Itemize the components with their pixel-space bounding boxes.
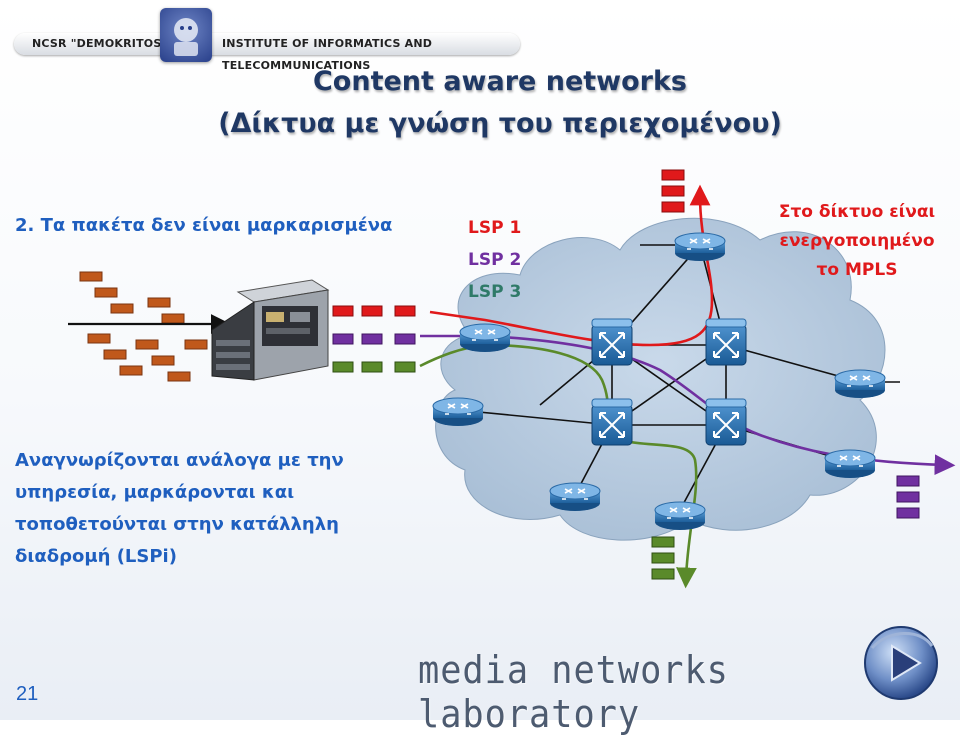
classifier-server (211, 279, 330, 381)
switch-bottom-left (591, 398, 633, 446)
lsp3-packets (332, 361, 416, 373)
unmarked-packets (79, 271, 208, 382)
output-packets-purple (896, 475, 920, 519)
slide-subtitle: (Δίκτυα με γνώση του περιεχομένου) (218, 108, 782, 139)
mpls-note-line: ενεργοποιημένο (779, 231, 935, 251)
description-line: διαδρομή (LSPi) (15, 546, 177, 567)
mpls-note: Στο δίκτυο είναι ενεργοποιημένο το MPLS (752, 198, 960, 285)
step-text: 2. Τα πακέτα δεν είναι μαρκαρισμένα (15, 215, 393, 236)
router-bottom-left (549, 482, 601, 512)
description-line: υπηρεσία, μαρκάρονται και (15, 482, 295, 503)
page-number: 21 (16, 683, 39, 705)
description-text: Αναγνωρίζονται ανάλογα με την υπηρεσία, … (15, 445, 415, 573)
router-egress-purple (824, 449, 876, 479)
lsp2-packets (332, 333, 416, 345)
lsp3-label: LSP 3 (468, 282, 522, 302)
lsp2-label: LSP 2 (468, 250, 522, 270)
play-logo-icon (858, 620, 944, 706)
lsp1-packets (332, 305, 416, 317)
slide-title: Content aware networks (312, 66, 688, 97)
description-line: Αναγνωρίζονται ανάλογα με την (15, 450, 344, 471)
lab-name: media networks laboratory (418, 648, 729, 736)
router-left (432, 397, 484, 427)
switch-top-right (705, 318, 747, 366)
org-label: NCSR "DEMOKRITOS" (14, 33, 174, 55)
mpls-note-line: το MPLS (816, 260, 898, 280)
output-packets-red (661, 169, 685, 213)
header-banner: NCSR "DEMOKRITOS" INSTITUTE OF INFORMATI… (0, 0, 960, 72)
description-line: τοποθετούνται στην κατάλληλη (15, 514, 339, 535)
router-right (834, 369, 886, 399)
network-diagram (68, 169, 956, 589)
mpls-note-line: Στο δίκτυο είναι (778, 202, 936, 222)
output-packets-green (651, 536, 675, 580)
router-ingress (459, 323, 511, 353)
router-egress-green (654, 501, 706, 531)
switch-top-left (591, 318, 633, 366)
institute-label: INSTITUTE OF INFORMATICS AND TELECOMMUNI… (200, 33, 520, 72)
router-top (674, 232, 726, 262)
switch-bottom-right (705, 398, 747, 446)
lsp1-label: LSP 1 (468, 218, 522, 238)
demokritos-logo (160, 8, 212, 62)
